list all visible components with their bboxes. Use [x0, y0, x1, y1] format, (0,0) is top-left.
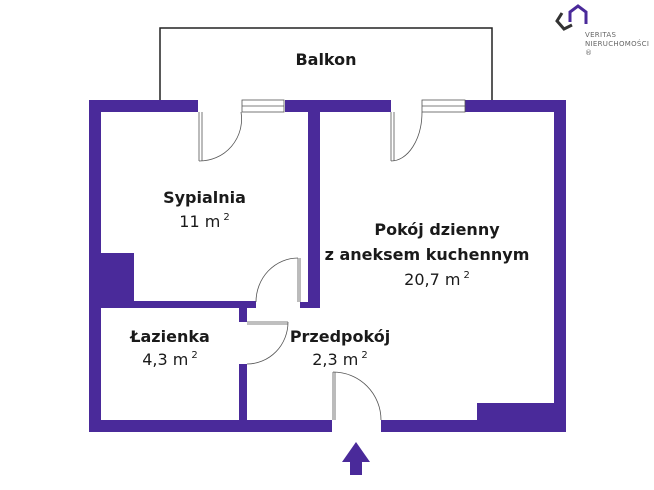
- area-sup: 2: [463, 270, 470, 281]
- logo-text-2-main: NIERUCHOMOŚCI: [585, 40, 650, 48]
- wall-top-mid: [285, 100, 391, 112]
- area-sup: 2: [361, 350, 368, 361]
- arrow-up-icon: [342, 442, 370, 475]
- logo-registered: ®: [585, 49, 593, 57]
- balcony-outline: [159, 27, 493, 100]
- logo-text-2: NIERUCHOMOŚCI ®: [585, 40, 654, 58]
- door-bedroom: [255, 257, 301, 303]
- wall-bottom-right: [381, 420, 566, 432]
- wall-left: [89, 100, 101, 432]
- room-hall-name: Przedpokój: [289, 327, 391, 346]
- room-bathroom-name: Łazienka: [130, 327, 210, 346]
- bedroom-block: [101, 253, 134, 301]
- wall-bedroom-bottom: [101, 301, 256, 308]
- area-value: 11 m: [179, 212, 221, 231]
- wall-partition: [308, 112, 320, 308]
- area-value: 2,3 m: [312, 350, 359, 369]
- wall-right: [554, 100, 566, 432]
- wall-bathroom-right: [239, 364, 247, 420]
- wall-bottom-left: [89, 420, 332, 432]
- logo-text-1: VERITAS: [585, 31, 617, 39]
- room-balcony-name: Balkon: [295, 50, 357, 69]
- living-block: [477, 403, 554, 420]
- room-bedroom-name: Sypialnia: [163, 188, 246, 207]
- wall-top-right: [465, 100, 566, 112]
- door-bedroom-balcony: [198, 111, 242, 162]
- door-bathroom: [246, 321, 289, 365]
- logo-icon: [555, 4, 588, 31]
- room-living-name: Pokój dzienny: [374, 220, 500, 239]
- room-living-name2: z aneksem kuchennym: [324, 245, 530, 264]
- wall-partition-stub: [300, 302, 320, 308]
- area-value: 4,3 m: [142, 350, 189, 369]
- area-value: 20,7 m: [404, 270, 461, 289]
- area-sup: 2: [223, 212, 230, 223]
- wall-bathroom-top: [239, 308, 247, 322]
- walls: [89, 100, 566, 432]
- door-living-balcony: [390, 111, 423, 162]
- area-sup: 2: [191, 350, 198, 361]
- door-entrance: [332, 371, 382, 421]
- wall-top-left: [89, 100, 198, 112]
